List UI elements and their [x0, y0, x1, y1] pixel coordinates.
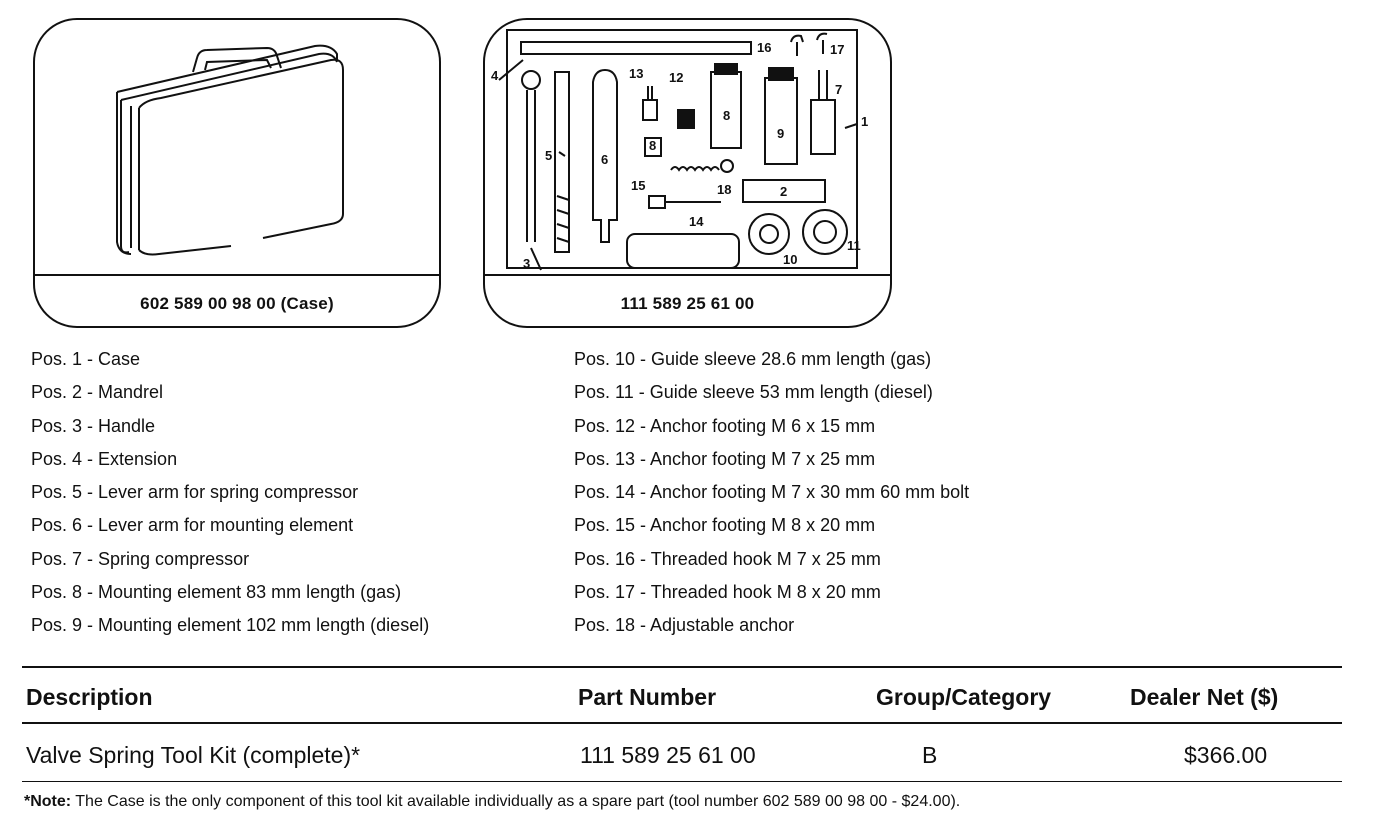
callout-18: 18	[717, 182, 731, 197]
position-item: Pos. 13 - Anchor footing M 7 x 25 mm	[574, 448, 876, 469]
case-caption-divider	[35, 274, 439, 276]
table-top-rule	[22, 666, 1342, 668]
case-illustration	[116, 44, 344, 256]
footnote-text: The Case is the only component of this t…	[75, 793, 961, 810]
position-item: Pos. 14 - Anchor footing M 7 x 30 mm 60 …	[574, 482, 970, 503]
position-item: Pos. 1 - Case	[31, 349, 141, 369]
callout-9: 9	[777, 126, 784, 141]
header-dealer-net: Dealer Net ($)	[1130, 684, 1279, 710]
callout-5: 5	[545, 148, 552, 163]
header-description: Description	[26, 684, 153, 710]
callout-11: 11	[847, 238, 861, 253]
callout-2: 2	[780, 184, 787, 199]
case-caption: 602 589 00 98 00 (Case)	[140, 294, 334, 313]
position-item: Pos. 8 - Mounting element 83 mm length (…	[31, 582, 402, 603]
table-header-rule	[22, 722, 1342, 724]
header-part-number: Part Number	[578, 684, 717, 710]
callout-17: 17	[830, 42, 844, 57]
kit-caption-divider	[485, 274, 890, 276]
row-description: Valve Spring Tool Kit (complete)*	[26, 742, 361, 768]
extension-bar	[520, 41, 752, 55]
callout-3: 3	[523, 256, 530, 271]
callout-7: 7	[835, 82, 842, 97]
positions-list-left: Pos. 1 - Case Pos. 2 - Mandrel Pos. 3 - …	[31, 343, 429, 643]
position-item: Pos. 2 - Mandrel	[31, 382, 164, 403]
position-item: Pos. 3 - Handle	[31, 415, 156, 436]
kit-illustration: 4 1 3 5 6 13 12 8 9 7 16 17 8 15 18 14 2…	[491, 29, 868, 271]
position-item: Pos. 5 - Lever arm for spring compressor	[31, 482, 359, 503]
position-item: Pos. 6 - Lever arm for mounting element	[31, 515, 354, 536]
position-item: Pos. 11 - Guide sleeve 53 mm length (die…	[574, 382, 933, 403]
position-item: Pos. 18 - Adjustable anchor	[574, 615, 795, 636]
callout-10: 10	[783, 252, 797, 267]
position-item: Pos. 15 - Anchor footing M 8 x 20 mm	[574, 515, 876, 536]
header-group-category: Group/Category	[876, 684, 1052, 710]
callout-8: 8	[723, 108, 730, 123]
callout-13: 13	[629, 66, 643, 81]
callout-16: 16	[757, 40, 771, 55]
position-item: Pos. 7 - Spring compressor	[31, 548, 250, 569]
footnote: *Note: The Case is the only component of…	[24, 793, 960, 811]
kit-figure-panel: 4 1 3 5 6 13 12 8 9 7 16 17 8 15 18 14 2…	[483, 18, 892, 328]
position-item: Pos. 17 - Threaded hook M 8 x 20 mm	[574, 582, 881, 603]
position-item: Pos. 12 - Anchor footing M 6 x 15 mm	[574, 415, 876, 436]
row-dealer-net: $366.00	[1184, 742, 1268, 768]
kit-caption: 111 589 25 61 00	[620, 294, 755, 313]
callout-12: 12	[669, 70, 683, 85]
positions-list-right: Pos. 10 - Guide sleeve 28.6 mm length (g…	[574, 343, 969, 643]
table-bottom-rule	[22, 781, 1342, 782]
position-item: Pos. 10 - Guide sleeve 28.6 mm length (g…	[574, 349, 932, 369]
row-group: B	[922, 742, 938, 768]
position-item: Pos. 4 - Extension	[31, 448, 178, 469]
callout-1: 1	[861, 114, 868, 129]
callout-14: 14	[689, 214, 704, 229]
position-item: Pos. 9 - Mounting element 102 mm length …	[31, 615, 430, 636]
tray-outline	[506, 29, 858, 269]
callout-15: 15	[631, 178, 645, 193]
callout-15-mark: 8	[649, 138, 656, 153]
footnote-label: *Note:	[24, 793, 72, 810]
case-figure-panel: 602 589 00 98 00 (Case)	[33, 18, 441, 328]
callout-6: 6	[601, 152, 608, 167]
row-part-number: 111 589 25 61 00	[580, 742, 756, 768]
position-item: Pos. 16 - Threaded hook M 7 x 25 mm	[574, 548, 881, 569]
callout-4: 4	[491, 68, 499, 83]
